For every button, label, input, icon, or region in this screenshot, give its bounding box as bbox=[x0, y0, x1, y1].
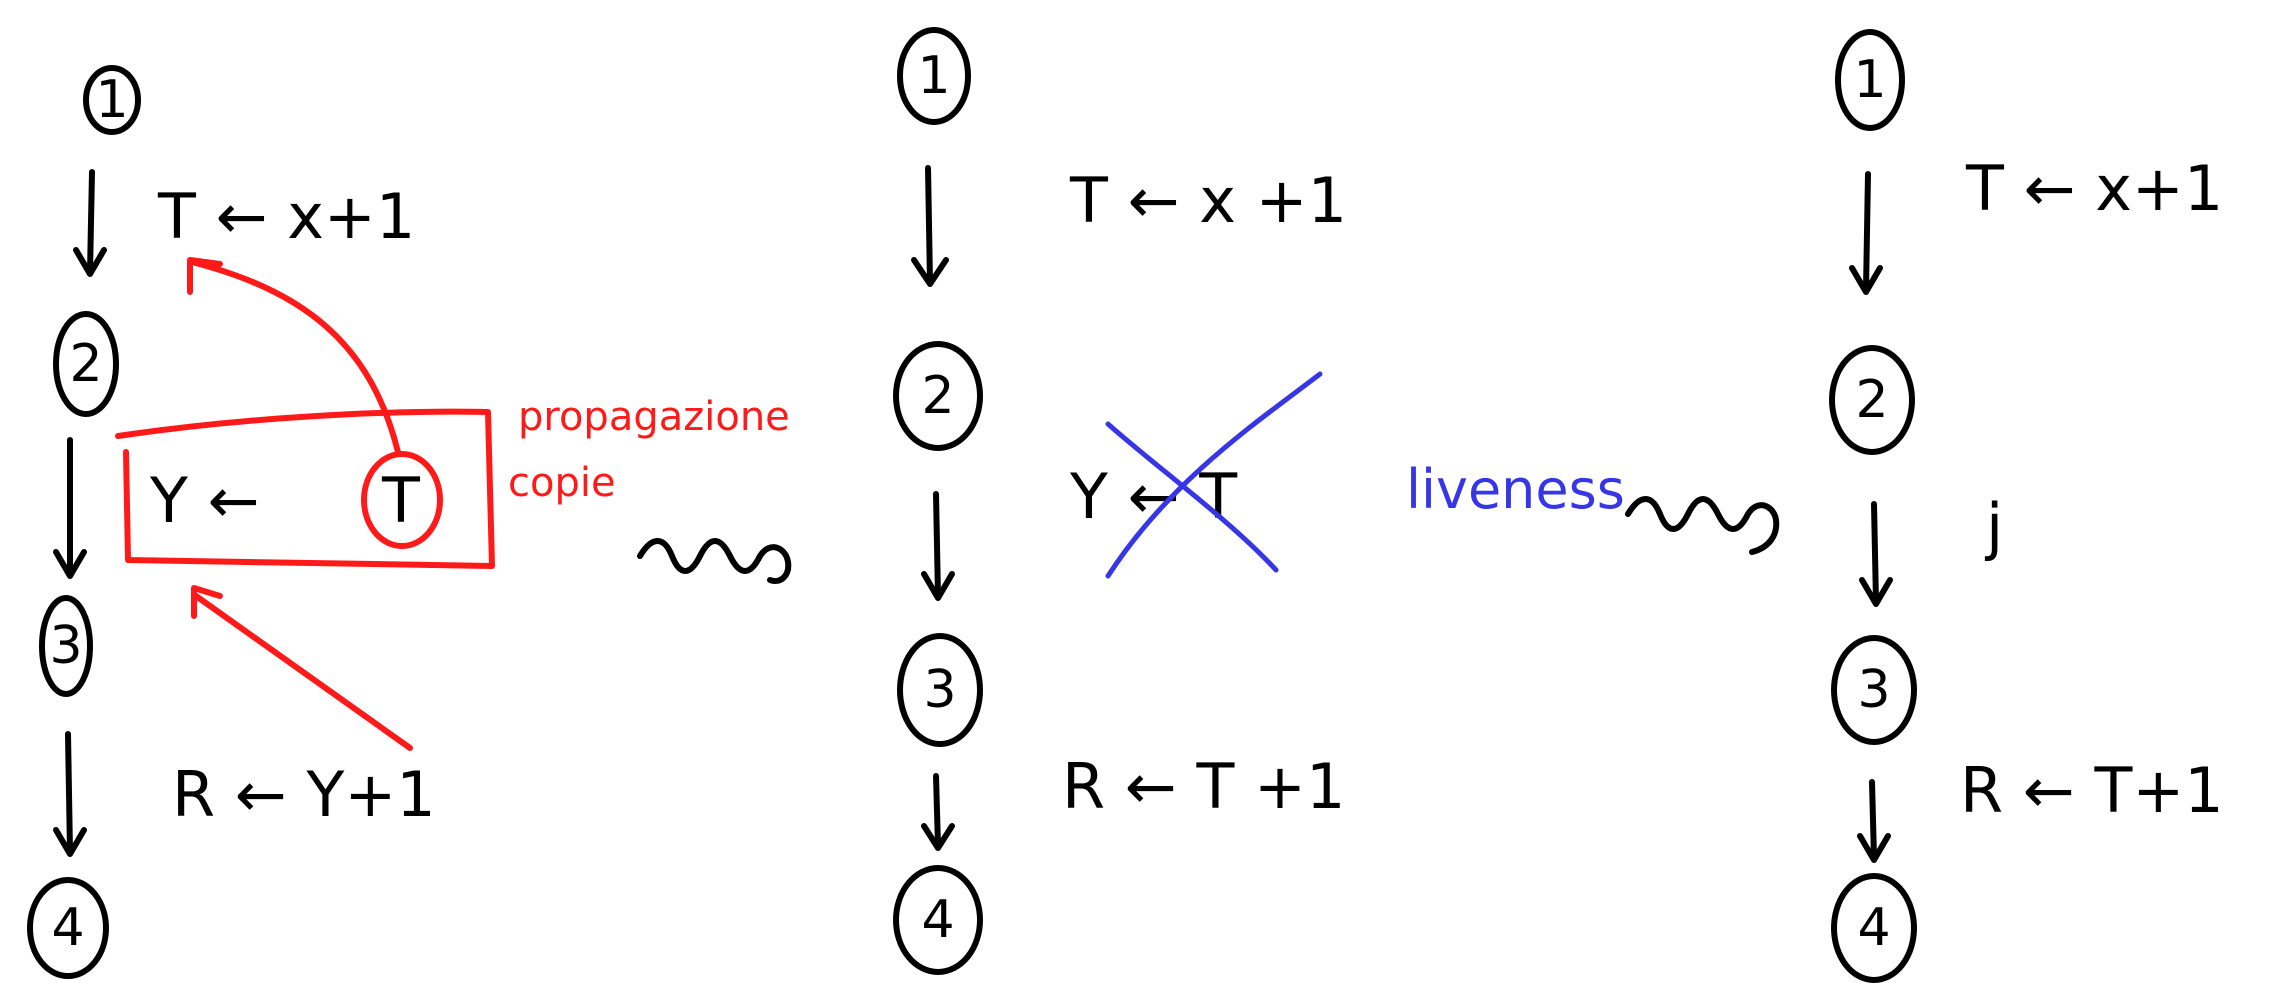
edge-2-3 bbox=[1859, 501, 1893, 607]
statement-t-assign: T ← x+1 bbox=[1965, 152, 2223, 225]
edge-2-3 bbox=[921, 491, 955, 601]
node-2: 2 bbox=[53, 311, 119, 417]
panel-3: 1 T ← x+1 2 j 3 R ← T+1 4 bbox=[1829, 29, 2224, 983]
node-2: 2 bbox=[893, 341, 983, 451]
node-4-label: 4 bbox=[921, 890, 954, 950]
edge-3-4 bbox=[53, 731, 87, 857]
statement-y-assign-rhs: T bbox=[381, 464, 421, 537]
node-4: 4 bbox=[27, 877, 109, 979]
node-3-label: 3 bbox=[1857, 660, 1890, 720]
node-3: 3 bbox=[39, 595, 93, 697]
node-2: 2 bbox=[1829, 345, 1915, 455]
node-1: 1 bbox=[1835, 29, 1905, 131]
node-3: 3 bbox=[1831, 635, 1917, 745]
edge-3-4 bbox=[921, 773, 955, 851]
node-4: 4 bbox=[893, 865, 983, 975]
edge-1-2 bbox=[911, 165, 949, 287]
node-1-label: 1 bbox=[1853, 50, 1886, 110]
node-2-label: 2 bbox=[1855, 370, 1888, 430]
edge-2-3 bbox=[53, 437, 87, 579]
node-3-label: 3 bbox=[49, 616, 82, 676]
copy-statement-highlight-box bbox=[115, 408, 495, 569]
node-1-label: 1 bbox=[917, 46, 950, 106]
edge-1-2 bbox=[73, 169, 107, 277]
panel-2: 1 T ← x +1 2 Y ← T liveness 3 R ← T bbox=[893, 27, 1625, 975]
statement-y-assign-lhs: Y ← bbox=[149, 464, 260, 537]
statement-t-assign: T ← x +1 bbox=[1069, 164, 1347, 237]
propagation-arrow-up bbox=[189, 259, 401, 455]
transform-arrow-1 bbox=[637, 538, 792, 584]
statement-empty: j bbox=[1984, 490, 2003, 563]
edge-3-4 bbox=[1857, 779, 1891, 863]
propagation-arrow-down-head bbox=[191, 585, 223, 619]
node-3: 3 bbox=[897, 633, 983, 747]
panel-1: 1 T ← x+1 2 Y ← T propagazione copie bbox=[27, 65, 790, 979]
annotation-propagation-line2: copie bbox=[508, 460, 616, 506]
node-2-label: 2 bbox=[921, 366, 954, 426]
annotation-liveness: liveness bbox=[1406, 458, 1625, 521]
statement-t-assign: T ← x+1 bbox=[157, 180, 415, 253]
node-4-label: 4 bbox=[1857, 898, 1890, 958]
propagation-arrow-up-head bbox=[187, 257, 223, 295]
node-1: 1 bbox=[83, 65, 141, 135]
edge-1-2 bbox=[1849, 171, 1883, 295]
node-3-label: 3 bbox=[923, 660, 956, 720]
statement-r-assign: R ← T+1 bbox=[1960, 754, 2224, 827]
statement-r-assign: R ← Y+1 bbox=[172, 758, 436, 831]
copy-source-circle bbox=[361, 451, 443, 549]
statement-y-assign-removed: Y ← T bbox=[1069, 460, 1238, 533]
node-4: 4 bbox=[1831, 873, 1917, 983]
transform-arrow-2 bbox=[1625, 496, 1780, 555]
node-1-label: 1 bbox=[95, 70, 128, 130]
node-4-label: 4 bbox=[51, 898, 84, 958]
propagation-arrow-down bbox=[193, 593, 413, 751]
node-2-label: 2 bbox=[69, 334, 102, 394]
dead-code-cross bbox=[1105, 371, 1323, 579]
statement-r-assign: R ← T +1 bbox=[1062, 750, 1345, 823]
annotation-propagation-line1: propagazione bbox=[518, 394, 790, 440]
node-1: 1 bbox=[897, 27, 971, 125]
